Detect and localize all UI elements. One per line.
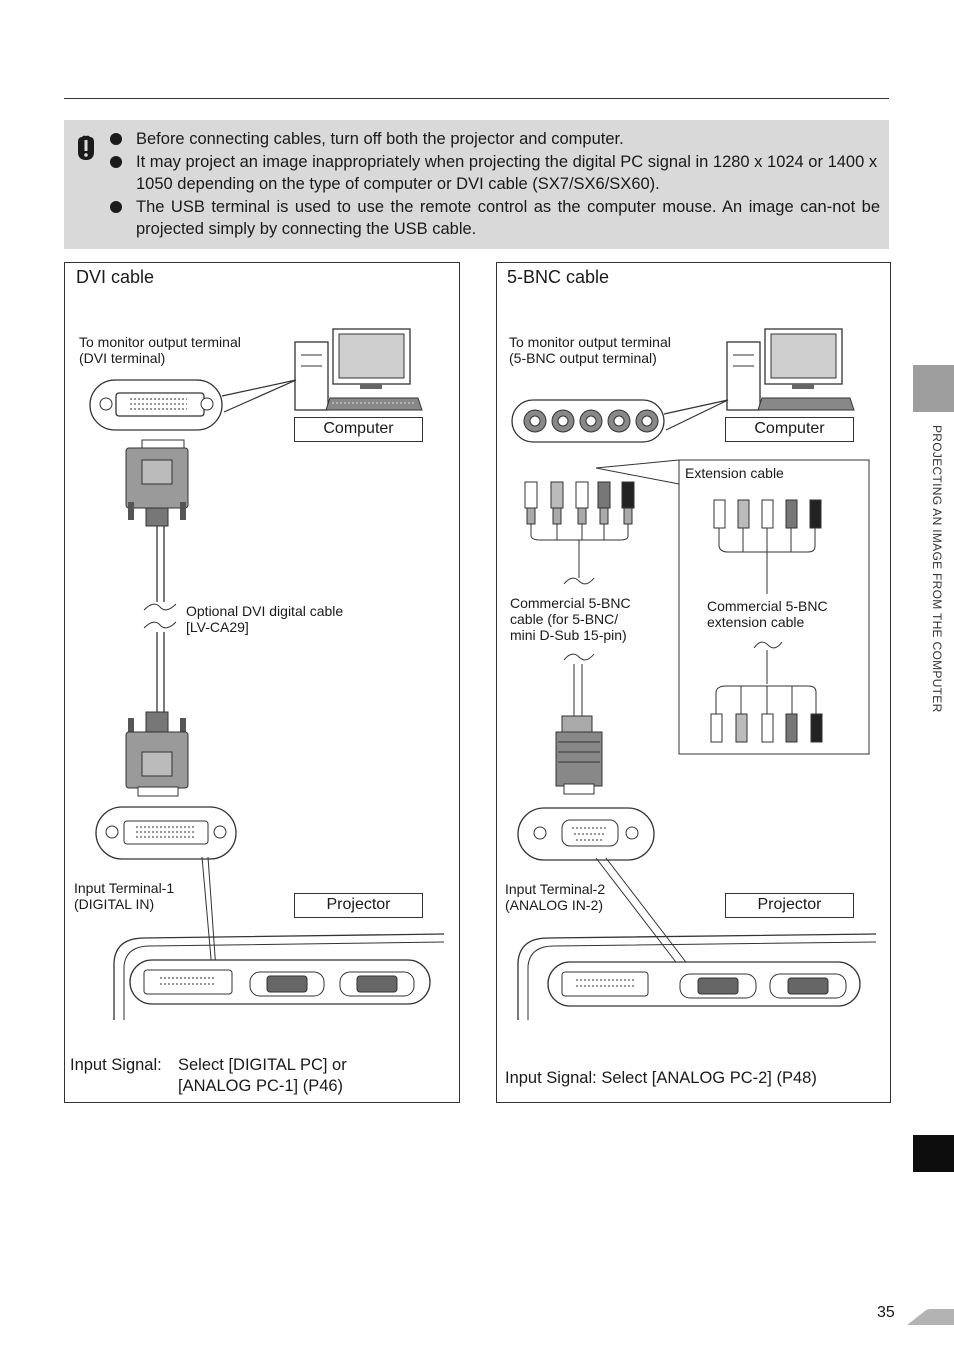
caution-box (64, 120, 889, 249)
dvi-computer-label: Computer (294, 417, 423, 442)
bnc-cable-panel (496, 262, 891, 1103)
dvi-input-terminal-label: Input Terminal-1 (DIGITAL IN) (74, 880, 175, 912)
dvi-signal-text: Select [DIGITAL PC] or [ANALOG PC-1] (P4… (178, 1056, 347, 1095)
bnc-output-terminal-callout (511, 399, 729, 443)
caution-item: Before connecting cables, turn off both … (108, 128, 880, 151)
caution-item: The USB terminal is used to use the remo… (108, 196, 880, 241)
chapter-tab (913, 1135, 954, 1172)
bnc-monitor-terminal-label: To monitor output terminal (5-BNC output… (509, 334, 671, 366)
dvi-cable-label: Optional DVI digital cable [LV-CA29] (186, 603, 344, 635)
dvi-plug-top (125, 439, 189, 527)
caution-item: It may project an image inappropriately … (108, 151, 880, 196)
vga-plug (555, 715, 603, 795)
dvi-panel-title: DVI cable (76, 267, 155, 287)
header-rule (64, 98, 889, 99)
projector-terminal-panel (517, 933, 877, 1020)
caution-hand-icon (78, 135, 94, 160)
bnc-input-terminal-label: Input Terminal-2 (ANALOG IN-2) (505, 881, 606, 913)
projector-terminal-panel (113, 933, 445, 1020)
bnc-computer-label: Computer (725, 417, 854, 442)
dvi-output-terminal-callout (89, 379, 297, 431)
section-tab (913, 365, 954, 412)
section-tab-text: PROJECTING AN IMAGE FROM THE COMPUTER (930, 425, 944, 713)
extension-bnc-plugs-top (713, 499, 822, 716)
bnc-plugs-left (524, 481, 635, 718)
computer-icon (294, 328, 423, 411)
extension-cable-label: Extension cable (685, 465, 784, 481)
computer-icon (726, 328, 855, 411)
caution-list: Before connecting cables, turn off both … (108, 128, 880, 241)
commercial-bnc-cable-label: Commercial 5-BNC cable (for 5-BNC/ mini … (510, 595, 631, 643)
dvi-diagram (89, 328, 445, 1020)
dvi-signal-label: Input Signal: (70, 1056, 162, 1074)
page-corner-tab (907, 1309, 954, 1325)
dvi-cable-panel (64, 262, 460, 1103)
bnc-diagram (511, 328, 877, 1020)
page-number: 35 (877, 1304, 895, 1321)
bullet-icon (110, 200, 122, 213)
dvi-input-terminal-callout (95, 806, 237, 971)
vga-input-terminal-callout (517, 807, 693, 971)
bnc-panel-title: 5-BNC cable (507, 267, 610, 287)
extension-bnc-plugs-bottom (710, 713, 823, 743)
bnc-signal-text: Input Signal: Select [ANALOG PC-2] (P48) (505, 1069, 817, 1087)
dvi-monitor-terminal-label: To monitor output terminal (DVI terminal… (79, 334, 241, 366)
bnc-projector-label: Projector (725, 893, 854, 918)
commercial-bnc-extension-label: Commercial 5-BNC extension cable (707, 598, 828, 630)
dvi-plug-bottom (125, 711, 189, 797)
bullet-icon (110, 133, 122, 145)
extension-cable-box (678, 459, 870, 755)
bullet-icon (110, 155, 122, 168)
dvi-projector-label: Projector (294, 893, 423, 918)
